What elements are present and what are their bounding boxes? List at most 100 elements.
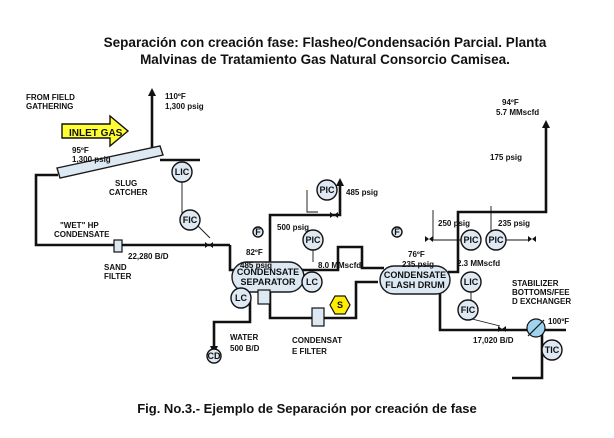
flash-drum-vessel bbox=[379, 265, 451, 295]
lic-2-bubble bbox=[460, 271, 482, 293]
lic-2-tag: LIC bbox=[464, 277, 479, 287]
wet-label-1: "WET" HP bbox=[60, 221, 99, 230]
lc-1-bubble bbox=[230, 287, 252, 309]
cs-gas-pressure: 485 psig bbox=[346, 188, 378, 197]
sand-filter bbox=[113, 239, 123, 253]
flashdrum-vapor-pipe bbox=[448, 120, 550, 274]
lc-2-bubble bbox=[301, 271, 323, 293]
water-label-2: 500 B/D bbox=[230, 344, 260, 353]
from-field-label-1: FROM FIELD bbox=[26, 93, 75, 102]
inlet-gas-arrow: INLET GAS bbox=[61, 114, 130, 148]
fd-label-2: FLASH DRUM bbox=[385, 280, 445, 290]
cs-label-2: SEPARATOR bbox=[240, 277, 296, 287]
f-1-tag: F bbox=[255, 227, 261, 237]
pic-2-bubble bbox=[302, 229, 324, 251]
tic-tag: TIC bbox=[545, 345, 560, 355]
separator-gas-pipe bbox=[268, 178, 344, 262]
fd-pressure: 235 psig bbox=[402, 260, 434, 269]
condensate-flash-drum: CONDENSATE FLASH DRUM bbox=[379, 265, 451, 295]
cs-label-1: CONDENSATE bbox=[237, 267, 299, 277]
tic-bubble bbox=[541, 339, 563, 361]
cs-gas-flow: 8.0 MMscfd bbox=[318, 261, 361, 270]
out-flow: 5.7 MMscfd bbox=[496, 108, 539, 117]
f-2-bubble bbox=[391, 226, 403, 238]
control-valves bbox=[205, 212, 536, 332]
title-line-1: Separación con creación fase: Flasheo/Co… bbox=[103, 35, 547, 50]
condensate-filter bbox=[311, 307, 325, 327]
fd-set-2: 235 psig bbox=[498, 219, 530, 228]
cs-set: 500 psig bbox=[277, 223, 309, 232]
bottom-flow: 17,020 B/D bbox=[473, 336, 514, 345]
pic-3-tag: PIC bbox=[463, 235, 479, 245]
valve-fic1 bbox=[205, 242, 213, 248]
fd-flow: 2.3 MMscfd bbox=[457, 259, 500, 268]
cf-label-1: CONDENSAT bbox=[292, 336, 342, 345]
fic-1-bubble bbox=[179, 209, 201, 231]
inlet-temp: 95ºF bbox=[72, 146, 89, 155]
pic-4-bubble bbox=[485, 229, 507, 251]
title-line-2: Malvinas de Tratamiento Gas Natural Cons… bbox=[140, 52, 510, 67]
lc-1-tag: LC bbox=[235, 293, 247, 303]
wet-flow: 22,280 B/D bbox=[128, 252, 169, 261]
separator-boot bbox=[257, 289, 271, 305]
pic-2-tag: PIC bbox=[305, 235, 321, 245]
f-2-tag: F bbox=[394, 227, 400, 237]
slug-label-2: CATCHER bbox=[109, 188, 148, 197]
slug-label-1: SLUG bbox=[115, 179, 137, 188]
fd-temp: 76ºF bbox=[408, 250, 425, 259]
stab-temp: 100ºF bbox=[548, 317, 569, 326]
wet-condensate-pipe bbox=[34, 173, 230, 247]
separator-liquid-pipe bbox=[268, 280, 378, 320]
stab-label-1: STABILIZER bbox=[512, 279, 559, 288]
top-pressure: 1,300 psig bbox=[165, 102, 204, 111]
cf-label-2: E FILTER bbox=[292, 347, 327, 356]
stab-label-3: D EXCHANGER bbox=[512, 297, 571, 306]
lc-2-tag: LC bbox=[306, 277, 318, 287]
out-temp: 94ºF bbox=[502, 98, 519, 107]
valve-fic2 bbox=[498, 326, 506, 332]
figure-caption: Fig. No.3.- Ejemplo de Separación por cr… bbox=[137, 401, 477, 416]
stabilizer-return-pipe bbox=[512, 332, 544, 380]
gas-to-flashdrum-pipe bbox=[300, 245, 384, 272]
lic-1-tag: LIC bbox=[175, 167, 190, 177]
diagram-title: Separación con creación fase: Flasheo/Co… bbox=[60, 34, 590, 68]
water-drain-pipe bbox=[210, 300, 252, 354]
slug-catcher-vessel bbox=[56, 145, 164, 179]
fd-label-1: CONDENSATE bbox=[384, 270, 446, 280]
stab-label-2: BOTTOMS/FEE bbox=[512, 288, 570, 297]
out-pressure: 175 psig bbox=[490, 153, 522, 162]
fd-set-1: 250 psig bbox=[438, 219, 470, 228]
sand-label-2: FILTER bbox=[104, 272, 132, 281]
wet-label-2: CONDENSATE bbox=[54, 230, 110, 239]
pic1-signal bbox=[306, 190, 318, 213]
pic-1-tag: PIC bbox=[319, 185, 335, 195]
lic-1-bubble bbox=[171, 161, 193, 183]
fic-1-tag: FIC bbox=[183, 215, 198, 225]
pic-4-tag: PIC bbox=[488, 235, 504, 245]
pic-1-bubble bbox=[316, 179, 338, 201]
pic-3-bubble bbox=[460, 229, 482, 251]
cd-tag: CD bbox=[208, 351, 221, 361]
sand-label-1: SAND bbox=[104, 263, 127, 272]
from-field-label-2: GATHERING bbox=[26, 102, 73, 111]
s-tag: S bbox=[337, 300, 343, 310]
stabilizer-exchanger bbox=[526, 318, 546, 338]
instrument-bubbles: LIC FIC PIC PIC LC LC S F F CD LIC FIC bbox=[171, 161, 563, 364]
valve-fd-1 bbox=[425, 236, 433, 242]
fic-2-bubble bbox=[457, 299, 479, 321]
cs-pressure: 485 psig bbox=[240, 261, 272, 270]
cd-bubble bbox=[206, 348, 222, 364]
stream-labels: FROM FIELD GATHERING 95ºF 1,300 psig SLU… bbox=[26, 92, 571, 356]
s-sensor bbox=[329, 295, 351, 315]
valve-pic1 bbox=[330, 212, 338, 218]
top-temp: 110ºF bbox=[165, 92, 186, 101]
fic2-signal bbox=[467, 317, 501, 327]
f-1-bubble bbox=[252, 226, 264, 238]
slug-catcher bbox=[56, 145, 164, 179]
inlet-gas-label: INLET GAS bbox=[69, 128, 123, 139]
fic-2-tag: FIC bbox=[461, 305, 476, 315]
inlet-pressure: 1,300 psig bbox=[72, 155, 111, 164]
valve-fd-2 bbox=[528, 236, 536, 242]
